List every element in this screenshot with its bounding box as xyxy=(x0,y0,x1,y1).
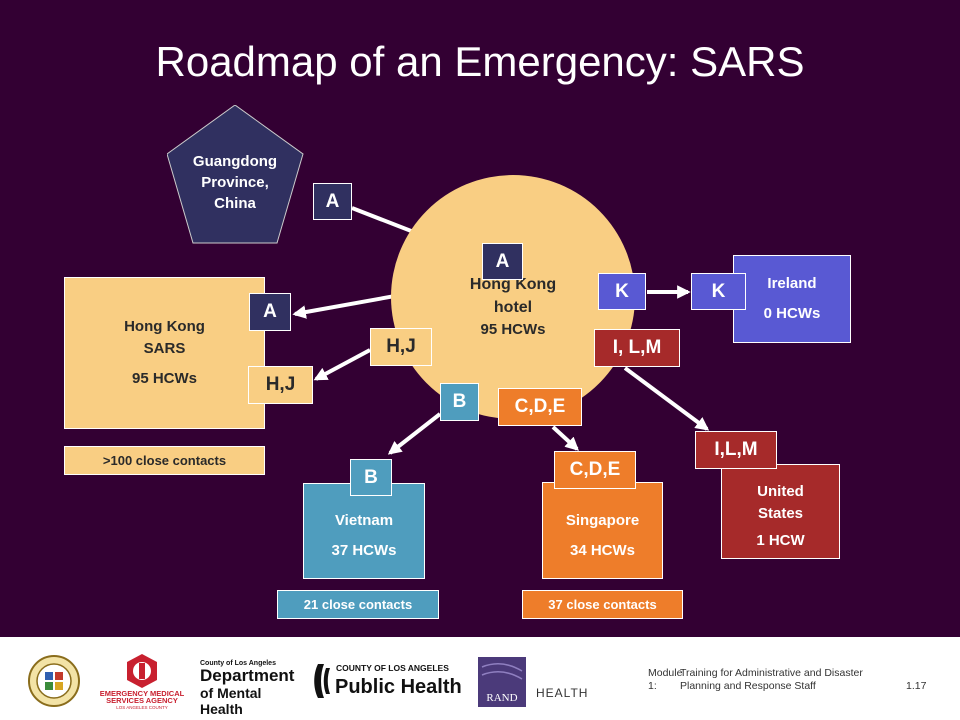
ems-text-line1: EMERGENCY MEDICAL xyxy=(100,689,185,698)
arrow-hotel-to-singapore xyxy=(551,425,580,451)
dmh-county-text: County of Los Angeles xyxy=(200,660,276,667)
tag-hotel-a: A xyxy=(482,243,523,280)
tag-guangdong-a: A xyxy=(313,183,352,220)
vietnam-hcw-count: 37 HCWs xyxy=(331,542,397,559)
rand-health-logo: RAND HEALTH xyxy=(478,657,588,707)
hksars-line1: Hong Kong xyxy=(124,318,205,336)
vietnam-close-contacts: 21 close contacts xyxy=(277,590,439,619)
tag-hotel-ilm: I, L,M xyxy=(594,329,680,367)
hotel-name-line1: Hong Kong xyxy=(469,276,557,294)
guangdong-line3: China xyxy=(214,195,256,212)
ph-county-text: COUNTY OF LOS ANGELES xyxy=(336,663,449,673)
guangdong-pentagon xyxy=(167,105,304,244)
ireland-line1: Ireland xyxy=(767,275,817,293)
singapore-line1: Singapore xyxy=(565,511,640,529)
singapore-node: Singapore 34 HCWs xyxy=(542,482,663,579)
hong-kong-sars-node: Hong Kong SARS 95 HCWs xyxy=(64,277,265,429)
health-text: HEALTH xyxy=(536,686,588,700)
tag-hotel-cde: C,D,E xyxy=(498,388,582,426)
tag-ireland-k: K xyxy=(691,273,746,310)
module-title-line1: Training for Administrative and Disaster xyxy=(680,667,863,679)
vietnam-node: Vietnam 37 HCWs xyxy=(303,483,425,579)
ems-text-line3: LOS ANGELES COUNTY xyxy=(116,705,168,710)
rand-text: RAND xyxy=(486,692,517,704)
vietnam-line1: Vietnam xyxy=(334,512,394,530)
ph-public-health-text: Public Health xyxy=(335,676,462,698)
tag-hotel-hj: H,J xyxy=(370,328,432,366)
guangdong-line1: Guangdong xyxy=(192,153,278,170)
module-title: Training for Administrative and Disaster… xyxy=(680,667,900,693)
tag-hotel-b: B xyxy=(440,383,479,421)
tag-us-ilm: I,L,M xyxy=(695,431,777,469)
guangdong-node: Guangdong Province, China xyxy=(175,140,295,225)
hotel-hcw-count: 95 HCWs xyxy=(480,320,546,338)
us-hcw-count: 1 HCW xyxy=(756,532,805,550)
ireland-node: Ireland 0 HCWs xyxy=(733,255,851,343)
module-label: Module 1: xyxy=(648,667,683,692)
mental-health-logo: County of Los Angeles Department of Ment… xyxy=(200,660,300,717)
ems-text-line2: SERVICES AGENCY xyxy=(106,696,178,705)
tag-hksars-hj: H,J xyxy=(248,366,313,404)
united-states-node: United States 1 HCW xyxy=(721,464,840,559)
la-county-seal-logo xyxy=(28,655,80,707)
tag-singapore-cde: C,D,E xyxy=(554,451,636,489)
hong-kong-hotel-node: Hong Kong hotel 95 HCWs xyxy=(391,175,635,419)
hksars-close-contacts: >100 close contacts xyxy=(64,446,265,475)
guangdong-line2: Province, xyxy=(201,174,269,191)
dmh-mh-text: of Mental Health xyxy=(200,685,262,717)
us-line1: United xyxy=(757,482,804,500)
hksars-line2: SARS xyxy=(143,340,186,358)
singapore-close-contacts: 37 close contacts xyxy=(522,590,683,619)
slide-title: Roadmap of an Emergency: SARS xyxy=(155,38,805,85)
tag-hotel-k: K xyxy=(598,273,646,310)
module-title-line2: Planning and Response Staff xyxy=(680,680,816,692)
ems-agency-logo: EMERGENCY MEDICAL SERVICES AGENCY LOS AN… xyxy=(100,654,185,710)
us-line2: States xyxy=(757,504,804,522)
hotel-name-line2: hotel xyxy=(493,298,533,316)
arrow-hotel-to-vietnam xyxy=(387,412,442,455)
ireland-hcw-count: 0 HCWs xyxy=(763,305,821,322)
page-number: 1.17 xyxy=(906,680,927,692)
public-health-logo: COUNTY OF LOS ANGELES Public Health xyxy=(314,663,462,698)
dmh-dept-text: Department xyxy=(200,666,295,685)
tag-vietnam-b: B xyxy=(350,459,392,496)
singapore-hcw-count: 34 HCWs xyxy=(569,541,636,559)
tag-hksars-a: A xyxy=(249,293,291,331)
arrow-hotel-to-us xyxy=(623,366,710,431)
arrow-hotel-to-hksars-hj xyxy=(313,348,371,381)
hksars-hcw-count: 95 HCWs xyxy=(131,369,198,387)
